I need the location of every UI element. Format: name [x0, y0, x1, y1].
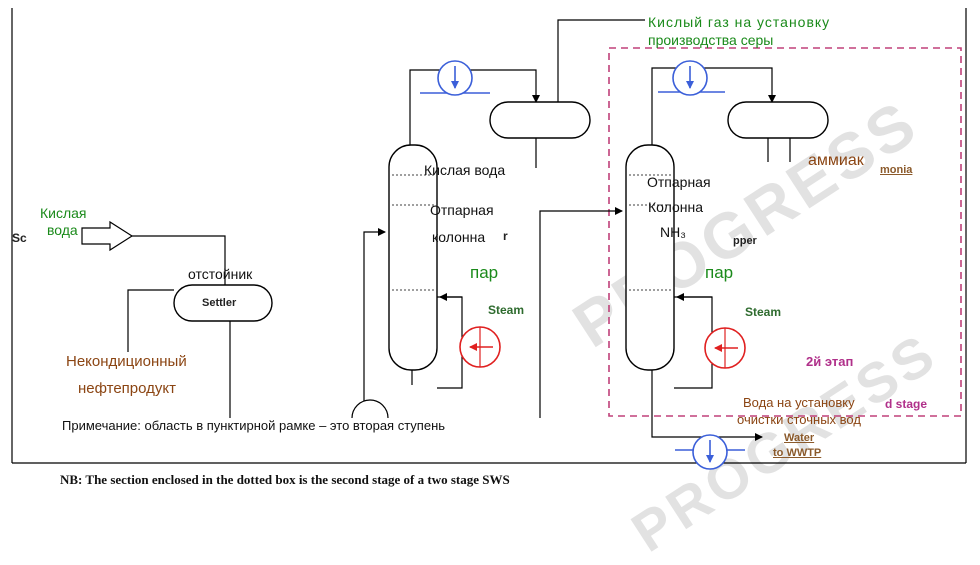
col1-sour-water-label: Кислая вода	[424, 162, 506, 178]
col1-to-col2-line	[539, 207, 623, 418]
second-stage-ru-label: 2й этап	[806, 354, 854, 369]
feed-arrow-icon	[81, 220, 134, 252]
settler-vessel	[173, 284, 273, 322]
sour-water-en-fragment: Sc	[12, 231, 27, 245]
col1-steam-ru-label: пар	[470, 263, 499, 282]
wwtp-ru-label: Вода на установку	[743, 395, 855, 410]
note-ru: Примечание: область в пунктирной рамке –…	[60, 418, 448, 433]
stripper-column-1	[388, 144, 438, 371]
col1-overhead-line	[409, 69, 540, 145]
diagram-svg	[11, 8, 967, 470]
col1-stripper-label: Отпарная	[430, 202, 494, 218]
col1-steam-en-label: Steam	[488, 303, 525, 317]
sour-gas-label-2: производства серы	[648, 32, 774, 48]
offspec-label-2: нефтепродукт	[78, 380, 177, 397]
reflux-drum-2	[727, 101, 829, 139]
wwtp-en-label: Water	[784, 432, 815, 444]
second-stage-en-fragment: d stage	[885, 397, 928, 411]
feed-line	[132, 235, 226, 285]
offspec-label: Некондиционный	[66, 353, 187, 370]
col2-nh3-label: NH₃	[660, 224, 686, 240]
sour-gas-label: Кислый газ на установку	[648, 14, 831, 30]
ammonia-en-fragment: monia	[880, 164, 913, 176]
pump-icon	[351, 399, 389, 419]
reflux-drum-1	[489, 101, 591, 139]
col2-stripper-label-2: Колонна	[648, 199, 703, 215]
stripper-column-2	[625, 144, 675, 371]
sour-water-label-2: вода	[47, 222, 78, 238]
col2-overhead-line	[651, 67, 776, 145]
process-flow-diagram: PROGRESS PROGRESS	[11, 8, 967, 564]
col1-en-fragment: r	[503, 229, 508, 243]
col1-stripper-label-2: колонна	[432, 229, 486, 245]
settler-ru-label: отстойник	[188, 266, 253, 282]
wwtp-ru-label-2: очистки сточных вод	[737, 412, 861, 427]
col2-stripper-en-fragment: pper	[733, 235, 757, 247]
col2-stripper-label: Отпарная	[647, 174, 711, 190]
col2-bottoms-line	[651, 370, 763, 441]
settler-en-label: Settler	[202, 297, 237, 309]
sour-gas-line	[557, 19, 645, 102]
footnote-en: NB: The section enclosed in the dotted b…	[60, 472, 510, 487]
offspec-oil-line	[127, 289, 174, 352]
col2-steam-en-label: Steam	[745, 305, 782, 319]
col1-reboiler-line	[437, 296, 463, 389]
sour-water-label: Кислая	[40, 205, 87, 221]
ammonia-ru-label: аммиак	[808, 152, 864, 169]
wwtp-en-label-2: to WWTP	[773, 447, 822, 459]
col2-steam-ru-label: пар	[705, 263, 734, 282]
col1-feed-line	[363, 228, 386, 418]
